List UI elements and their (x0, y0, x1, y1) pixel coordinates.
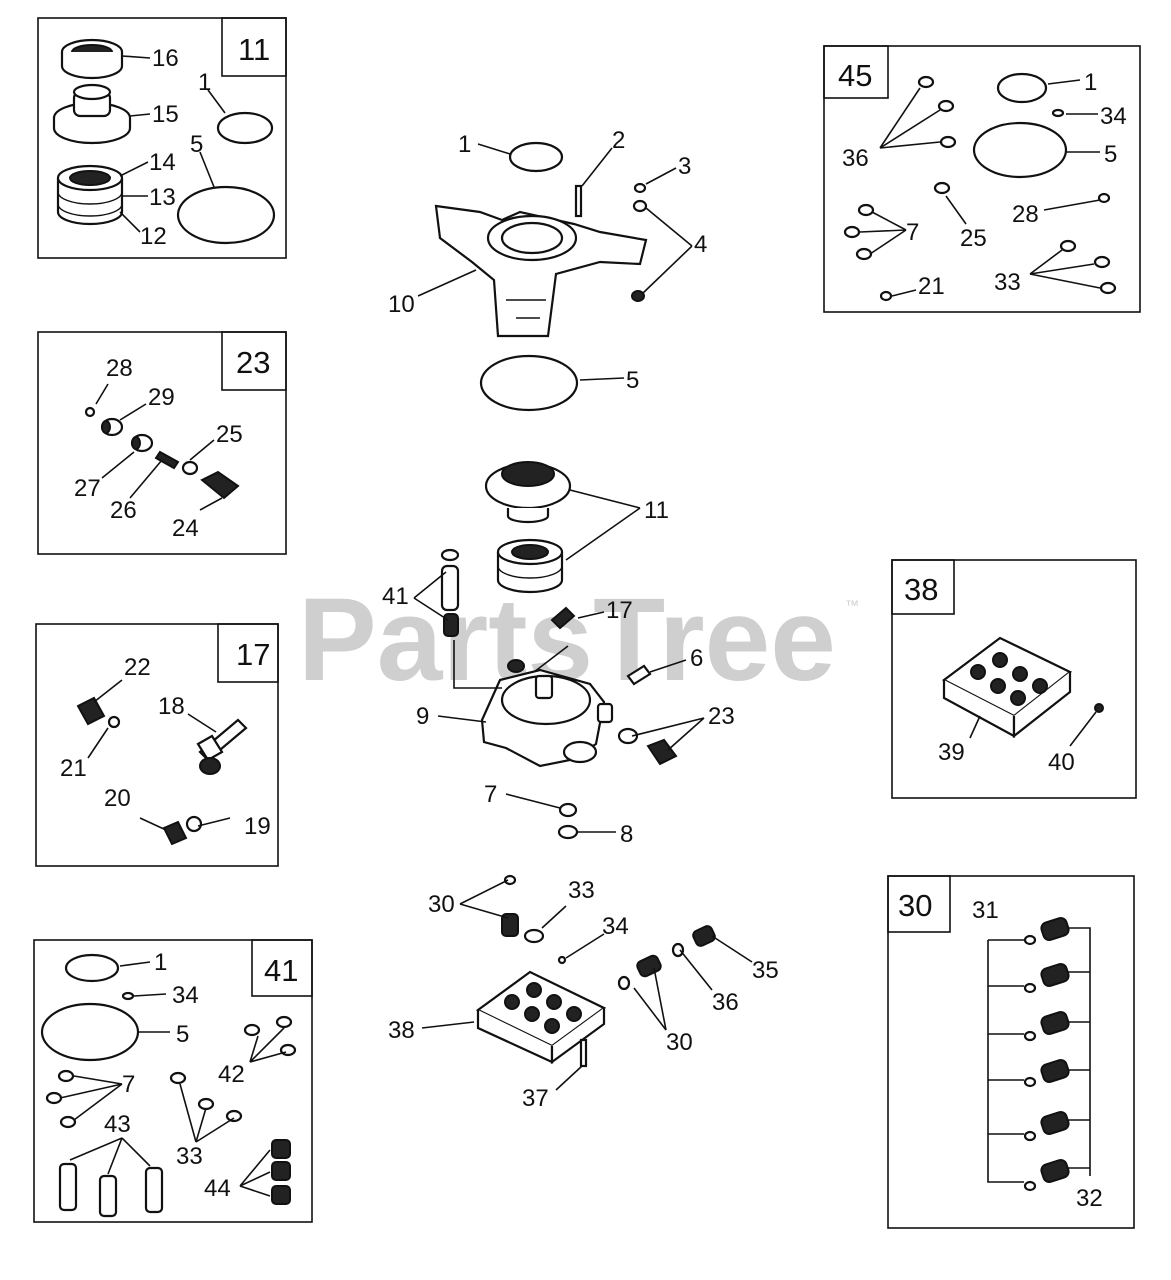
callout-11-13: 13 (149, 184, 176, 211)
callout-main-5: 5 (626, 367, 639, 394)
callout-45-21: 21 (918, 273, 945, 300)
box-30-number: 30 (898, 888, 932, 923)
callout-main-4: 4 (694, 231, 707, 258)
callout-main-35: 35 (752, 957, 779, 984)
callout-23-29: 29 (148, 384, 175, 411)
callout-23-24: 24 (172, 515, 199, 542)
box-41-number: 41 (264, 953, 298, 988)
callout-45-25: 25 (960, 225, 987, 252)
callout-45-36: 36 (842, 145, 869, 172)
callout-11-15: 15 (152, 101, 179, 128)
callout-23-28: 28 (106, 355, 133, 382)
callout-41-34: 34 (172, 982, 199, 1009)
callout-17-21: 21 (60, 755, 87, 782)
callout-23-27: 27 (74, 475, 101, 502)
callout-main-3: 3 (678, 153, 691, 180)
box-23-number: 23 (236, 345, 270, 380)
callout-main-7: 7 (484, 781, 497, 808)
callout-main-10: 10 (388, 291, 415, 318)
main-assembly: 1 2 3 4 10 5 11 41 17 6 9 23 7 8 30 33 3… (382, 127, 779, 1112)
callout-23-25: 25 (216, 421, 243, 448)
callout-45-7: 7 (906, 219, 919, 246)
callout-main-37: 37 (522, 1085, 549, 1112)
inset-box-38: 38 39 40 (891, 559, 1137, 799)
callout-11-5: 5 (190, 131, 203, 158)
inset-box-41: 41 1 34 5 42 7 43 33 44 (33, 939, 313, 1223)
callout-17-19: 19 (244, 813, 271, 840)
callout-30-32: 32 (1076, 1185, 1103, 1212)
callout-45-34: 34 (1100, 103, 1127, 130)
callout-45-5: 5 (1104, 141, 1117, 168)
callout-41-5: 5 (176, 1021, 189, 1048)
callout-17-20: 20 (104, 785, 131, 812)
callout-11-14: 14 (149, 149, 176, 176)
callout-38-39: 39 (938, 739, 965, 766)
callout-45-33: 33 (994, 269, 1021, 296)
callout-30-31: 31 (972, 897, 999, 924)
watermark-trademark: ™ (845, 597, 859, 613)
callout-main-30-bottom: 30 (666, 1029, 693, 1056)
box-11-number: 11 (238, 32, 270, 67)
box-17-number: 17 (236, 637, 270, 672)
callout-main-33: 33 (568, 877, 595, 904)
callout-23-26: 26 (110, 497, 137, 524)
callout-main-8: 8 (620, 821, 633, 848)
callout-11-12: 12 (140, 223, 167, 250)
box-38-number: 38 (904, 572, 938, 607)
callout-main-2: 2 (612, 127, 625, 154)
callout-41-33: 33 (176, 1143, 203, 1170)
callout-main-34: 34 (602, 913, 629, 940)
callout-41-7: 7 (122, 1071, 135, 1098)
box-45-number: 45 (838, 58, 872, 93)
callout-41-44: 44 (204, 1175, 231, 1202)
callout-11-1: 1 (198, 69, 211, 96)
callout-main-6: 6 (690, 645, 703, 672)
inset-box-17: 17 22 18 21 20 19 (35, 623, 279, 867)
callout-11-16: 16 (152, 45, 179, 72)
callout-main-11: 11 (644, 497, 669, 524)
callout-main-1: 1 (458, 131, 471, 158)
callout-38-40: 40 (1048, 749, 1075, 776)
callout-41-43: 43 (104, 1111, 131, 1138)
callout-17-18: 18 (158, 693, 185, 720)
callout-main-36: 36 (712, 989, 739, 1016)
callout-main-30-top: 30 (428, 891, 455, 918)
inset-box-23: 23 28 29 25 27 26 24 (37, 331, 287, 555)
inset-box-30: 30 31 32 (887, 875, 1135, 1229)
callout-main-38: 38 (388, 1017, 415, 1044)
callout-45-1: 1 (1084, 69, 1097, 96)
callout-17-22: 22 (124, 654, 151, 681)
callout-41-1: 1 (154, 949, 167, 976)
inset-box-45: 45 1 34 36 5 28 7 25 33 21 (823, 45, 1141, 313)
callout-main-23: 23 (708, 703, 735, 730)
callout-41-42: 42 (218, 1061, 245, 1088)
callout-main-9: 9 (416, 703, 429, 730)
inset-box-11: 11 16 15 14 13 12 1 5 (37, 17, 287, 259)
callout-main-17: 17 (606, 597, 633, 624)
callout-main-41: 41 (382, 583, 409, 610)
callout-45-28: 28 (1012, 201, 1039, 228)
